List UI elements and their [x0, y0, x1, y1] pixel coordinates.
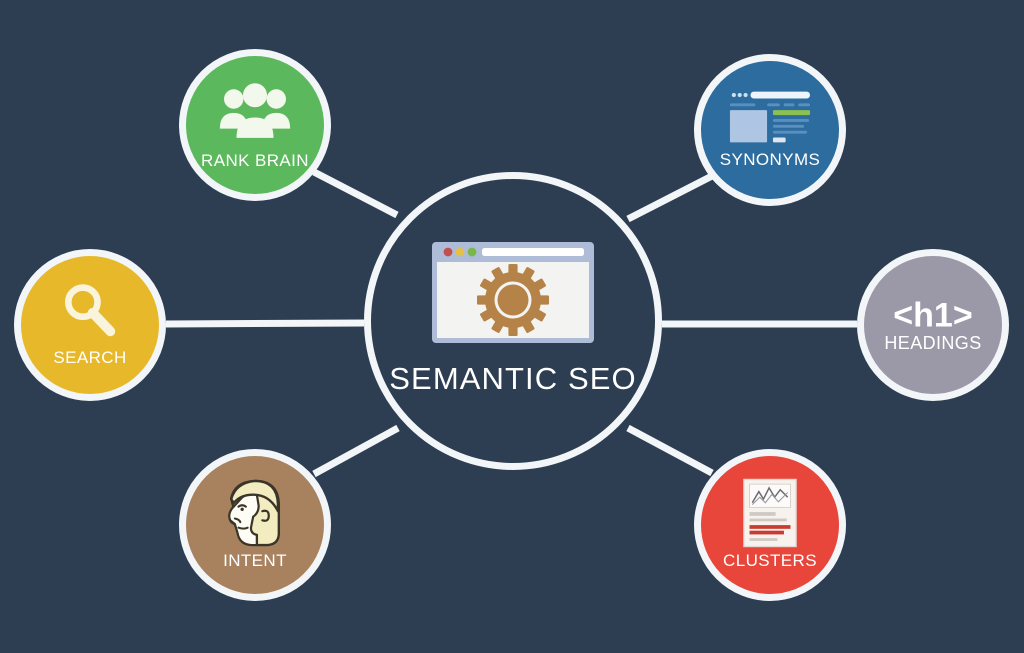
h1-tag-icon: <h1> — [893, 296, 972, 334]
node-clusters[interactable]: CLUSTERS — [694, 449, 846, 601]
h1-tag-text: <h1> — [893, 296, 972, 334]
node-clusters-label: CLUSTERS — [723, 550, 817, 570]
webpage-layout-icon — [729, 91, 811, 142]
center-node-label: SEMANTIC SEO — [389, 360, 637, 396]
node-synonyms[interactable]: SYNONYMS — [694, 54, 846, 206]
link-center-synonyms — [626, 172, 714, 223]
link-center-search — [165, 319, 365, 328]
node-synonyms-label: SYNONYMS — [719, 149, 821, 169]
node-search[interactable]: SEARCH — [14, 249, 166, 401]
head-profile-icon — [228, 479, 281, 546]
document-chart-icon — [743, 478, 797, 547]
node-headings-label: HEADINGS — [884, 332, 982, 353]
link-center-intent — [312, 424, 400, 478]
node-intent-label: INTENT — [223, 550, 287, 570]
link-center-rankbrain — [312, 168, 399, 219]
node-rank-brain-label: RANK BRAIN — [201, 150, 309, 170]
node-rank-brain[interactable]: RANK BRAIN — [179, 49, 331, 201]
people-group-icon — [219, 82, 291, 138]
node-intent[interactable]: INTENT — [179, 449, 331, 601]
magnifying-glass-icon — [64, 284, 116, 337]
link-center-clusters — [626, 424, 714, 477]
browser-gear-icon — [432, 241, 594, 343]
node-headings[interactable]: <h1> HEADINGS — [857, 249, 1009, 401]
node-search-label: SEARCH — [53, 348, 127, 367]
center-node-semantic-seo[interactable]: SEMANTIC SEO — [364, 172, 662, 470]
